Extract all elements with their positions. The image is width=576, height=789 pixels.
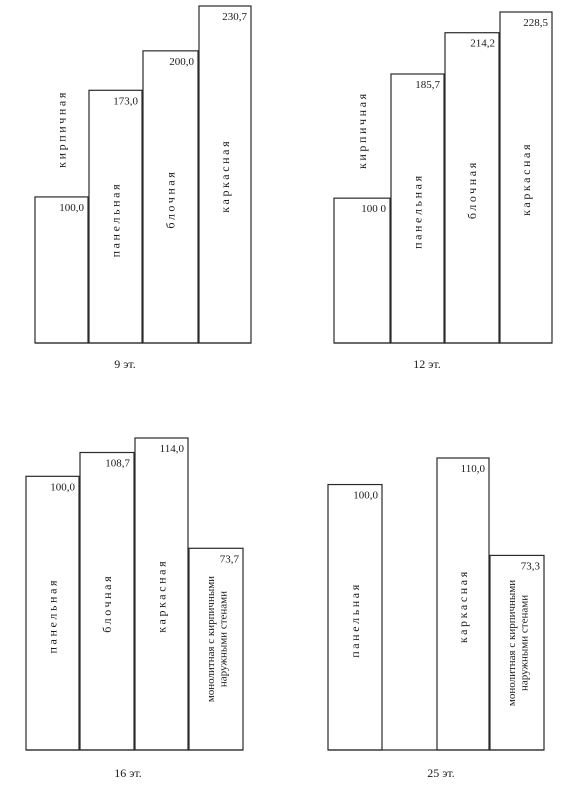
data-label: 73,7 <box>220 553 240 565</box>
data-label: 200,0 <box>169 56 194 68</box>
bar-кирпичная <box>34 196 89 344</box>
data-label: 100,0 <box>50 481 75 493</box>
category-label-каркасная: каркасная <box>519 142 533 216</box>
chart-panel-16-floors: 100,0 панельная 108,7 блочная 114,0 каркасная… <box>25 437 244 780</box>
bar-панельная <box>88 89 143 344</box>
panel-caption: 16 эт. <box>114 766 142 780</box>
category-label-каркасная: каркасная <box>218 139 232 213</box>
chart-panel-25-floors: 100,0 панельная 110,0 каркасная 73,3 монолитн… <box>327 457 545 780</box>
bar-блочная <box>142 50 199 344</box>
data-label: 100,0 <box>59 202 84 214</box>
panel-caption: 12 эт. <box>413 357 441 371</box>
bar-каркасная <box>198 5 252 344</box>
category-label-панельная: панельная <box>46 578 60 654</box>
category-label-панельная: панельная <box>411 173 425 249</box>
panel-caption: 25 эт. <box>427 766 455 780</box>
data-label: 173,0 <box>113 95 138 107</box>
data-label: 214,2 <box>470 38 495 50</box>
chart-panel-12-floors: 100 0 кирпичная 185,7 панельная 214,2 блочная… <box>333 11 553 371</box>
panel-caption: 9 эт. <box>114 357 136 371</box>
bar-каркасная <box>499 11 553 344</box>
category-label-каркасная: каркасная <box>155 559 169 633</box>
category-label-панельная: панельная <box>109 182 123 258</box>
bar-монолитная-с-кирпичными-наружными-стенами <box>188 547 244 751</box>
category-label-кирпичная: кирпичная <box>55 90 69 168</box>
data-label: 100 0 <box>361 203 386 215</box>
data-label: 110,0 <box>461 463 486 475</box>
data-label: 228,5 <box>523 17 548 29</box>
category-label-блочная: блочная <box>465 160 479 219</box>
bar-каркасная <box>436 457 490 751</box>
data-label: 100,0 <box>353 490 378 502</box>
category-label-монолитная-с-кирпичными-наружными-стенами: монолитная с кирпичныминаружными стенами <box>506 580 531 706</box>
bar-панельная <box>25 475 80 751</box>
category-label-блочная: блочная <box>100 574 114 633</box>
bar-панельная <box>390 73 445 344</box>
chart-panel-9-floors: 100,0 кирпичная 173,0 панельная 200,0 блочная… <box>34 5 252 371</box>
data-label: 108,7 <box>105 458 130 470</box>
category-label-каркасная: каркасная <box>456 569 470 643</box>
bar-монолитная-с-кирпичными-наружными-стенами <box>489 554 545 751</box>
bar-блочная <box>444 32 500 344</box>
bar-кирпичная <box>333 197 391 344</box>
category-label-блочная: блочная <box>164 170 178 229</box>
data-label: 230,7 <box>222 11 247 23</box>
data-label: 73,3 <box>521 560 541 572</box>
category-label-монолитная-с-кирпичными-наружными-стенами: монолитная с кирпичныминаружными стенами <box>205 576 230 702</box>
data-label: 114,0 <box>160 443 185 455</box>
category-label-панельная: панельная <box>348 582 362 658</box>
data-label: 185,7 <box>415 79 440 91</box>
category-label-кирпичная: кирпичная <box>355 91 369 169</box>
